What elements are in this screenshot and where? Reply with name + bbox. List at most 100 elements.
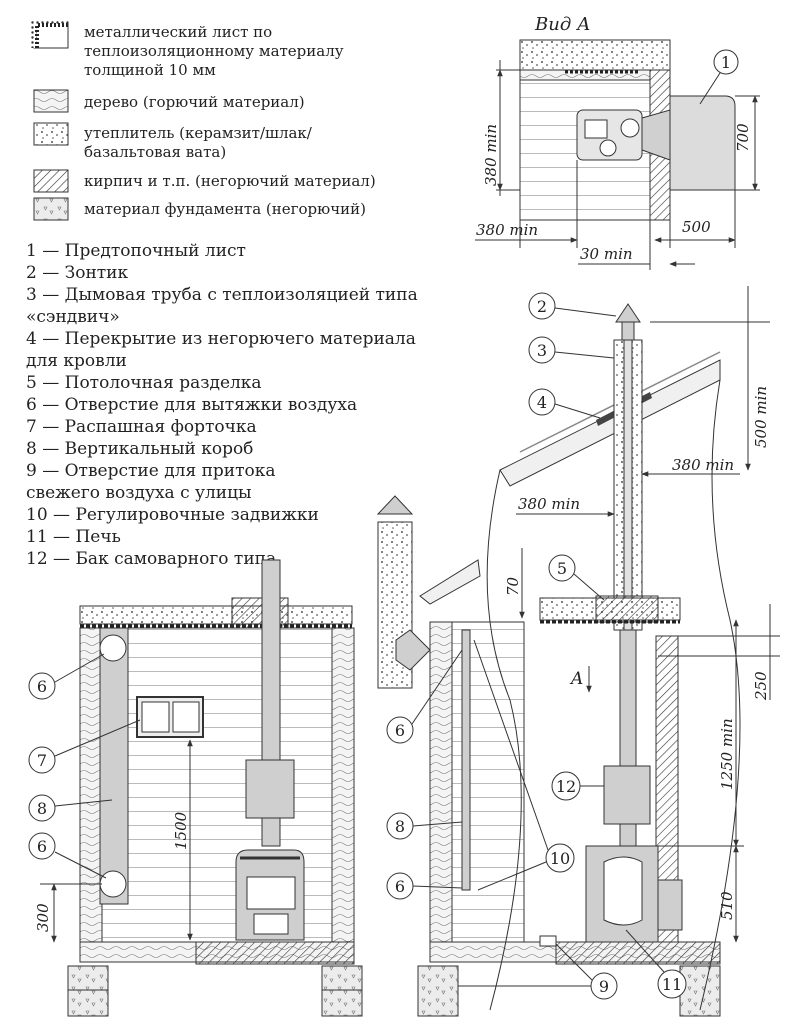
side-callout-11-label: 11 (662, 975, 682, 994)
front-callout-7 (28, 746, 56, 774)
side-callout-2 (528, 292, 556, 320)
pre-fire-sheet (669, 95, 736, 191)
legend-text: теплоизоляционному материалу (84, 42, 344, 60)
side-dim-250: 250 (752, 671, 770, 701)
ceiling-passthrough (595, 595, 659, 623)
side-callout-4-label: 4 (537, 393, 547, 412)
chimney-cap (615, 303, 641, 323)
svg-text:металлический лист по: металлический лист по (84, 23, 272, 41)
side-callout-9-label: 9 (599, 977, 609, 996)
side-callout-11 (657, 969, 687, 999)
legend-item-foundation: материал фундамента (негорючий) (33, 197, 366, 221)
parts-list-item: 3 — Дымовая труба с теплоизоляцией типа (26, 285, 418, 305)
callout-1-label: 1 (721, 53, 731, 72)
front-exhaust-hole-bottom (99, 870, 127, 898)
front-left-wall (79, 627, 103, 943)
side-callout-5-label: 5 (557, 559, 567, 578)
view-a-dim-700: 700 (734, 123, 752, 152)
side-foundation-right (679, 965, 721, 1017)
parts-list-item: 12 — Бак самоварного типа (26, 549, 276, 569)
side-callout-10-label: 10 (550, 849, 570, 868)
vertical-duct (99, 627, 129, 905)
front-tank (245, 759, 295, 819)
side-dim-1250: 1250 min (718, 718, 736, 790)
front-view: 1500 300 6 7 8 6 (28, 559, 363, 1017)
view-a-dim-380-horizontal: 380 min (476, 221, 538, 239)
view-a-dim-380-vertical: 380 min (482, 124, 500, 186)
side-callout-2-label: 2 (537, 297, 547, 316)
parts-list-item: «сэндвич» (26, 307, 120, 327)
svg-text:кирпич и т.п. (негорючий матер: кирпич и т.п. (негорючий материал) (84, 172, 376, 190)
parts-list-item: 7 — Распашная форточка (26, 417, 257, 437)
parts-list: 1 — Предтопочный лист 2 — Зонтик 3 — Дым… (26, 241, 418, 569)
view-a-top-wall (519, 39, 671, 71)
view-a-dim-30: 30 min (580, 245, 633, 263)
side-chimney-lower (619, 629, 637, 771)
svg-text:материал фундамента (негорючий: материал фундамента (негорючий) (84, 200, 366, 218)
svg-text:дерево (горючий материал): дерево (горючий материал) (84, 93, 305, 111)
parts-list-item: 1 — Предтопочный лист (26, 241, 246, 261)
side-dim-380-left: 380 min (518, 495, 580, 513)
side-dim-500: 500 min (752, 386, 770, 448)
parts-list-item: свежего воздуха с улицы (26, 483, 252, 503)
side-callout-6-top (386, 716, 414, 744)
front-callout-8 (28, 794, 56, 822)
front-callout-6-bottom-label: 6 (37, 837, 47, 856)
side-vertical-duct (461, 629, 471, 891)
front-chimney-pipe (261, 559, 281, 761)
side-dim-510: 510 (718, 891, 736, 920)
parts-list-item: 11 — Печь (26, 527, 121, 547)
side-roof-left (419, 559, 481, 605)
side-view: A 500 min 380 min 380 min 70 250 1250 mi… (376, 286, 780, 1017)
legend-item-brick: кирпич и т.п. (негорючий материал) (33, 169, 376, 193)
legend-item-insulation: утеплитель (керамзит/шлак/ базальтовая в… (33, 122, 313, 161)
section-break-left (486, 469, 522, 1011)
fresh-air-inlet (539, 935, 557, 947)
parts-list-item: 4 — Перекрытие из негорючего материала (26, 329, 416, 349)
legend-item-metal-sheet: металлический лист по теплоизоляционному… (31, 19, 344, 79)
svg-text:утеплитель (керамзит/шлак/: утеплитель (керамзит/шлак/ (84, 124, 313, 142)
front-callout-7-label: 7 (37, 751, 47, 770)
svg-text:толщиной 10 мм: толщиной 10 мм (84, 61, 216, 79)
callout-1 (713, 49, 739, 75)
legend-text: металлический лист по (84, 23, 272, 41)
front-dim-300: 300 (34, 903, 52, 932)
legend-text: утеплитель (керамзит/шлак/ (84, 124, 313, 142)
side-tank (603, 765, 651, 825)
side-callout-10 (545, 843, 575, 873)
side-stove-base (555, 941, 721, 965)
parts-list-item: 6 — Отверстие для вытяжки воздуха (26, 395, 357, 415)
side-callout-3-label: 3 (537, 341, 547, 360)
side-callout-4 (528, 388, 556, 416)
side-callout-5 (548, 554, 576, 582)
front-callout-6-bottom (28, 832, 56, 860)
side-callout-12-label: 12 (556, 777, 576, 796)
legend-text: кирпич и т.п. (негорючий материал) (84, 172, 376, 190)
front-callout-6-top (28, 672, 56, 700)
legend-item-wood: дерево (горючий материал) (33, 89, 305, 113)
section-break-right (699, 379, 741, 1011)
side-callout-8-label: 8 (395, 817, 405, 836)
legend-text: материал фундамента (негорючий) (84, 200, 366, 218)
side-callout-3 (528, 336, 556, 364)
front-foundation-right (321, 965, 363, 1017)
front-callout-6-top-label: 6 (37, 677, 47, 696)
front-exhaust-hole-top (99, 634, 127, 662)
side-callout-6-bottom-label: 6 (395, 877, 405, 896)
view-a-plan: Вид А 1 380 min 700 380 min (475, 14, 760, 270)
front-right-wall (331, 627, 355, 943)
legend: металлический лист по теплоизоляционному… (31, 19, 376, 221)
legend-text: толщиной 10 мм (84, 61, 216, 79)
front-callout-8-label: 8 (37, 799, 47, 818)
parts-list-item: 2 — Зонтик (26, 263, 129, 283)
front-ceiling-insulation (79, 605, 353, 625)
parts-list-item: 10 — Регулировочные задвижки (26, 505, 319, 525)
side-foundation-left (417, 965, 459, 1017)
view-arrow-label: A (569, 669, 583, 689)
view-a-chimney-outlet (599, 139, 617, 157)
parts-list-item: 8 — Вертикальный короб (26, 439, 253, 459)
svg-text:теплоизоляционному материалу: теплоизоляционному материалу (84, 42, 344, 60)
view-a-dim-500: 500 (682, 218, 711, 236)
side-dim-70: 70 (504, 576, 522, 596)
